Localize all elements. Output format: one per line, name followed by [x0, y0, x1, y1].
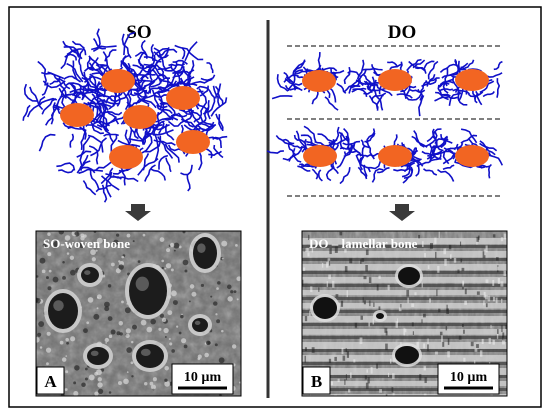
left-heading: SO: [126, 22, 151, 43]
do-crystals: [302, 69, 489, 167]
down-arrow-icon: [125, 204, 151, 221]
right-heading: DO: [388, 22, 417, 43]
crystal: [109, 145, 143, 169]
left-panel: SO SO-woven bone A 10 µm: [22, 22, 242, 397]
down-arrow-icon: [389, 204, 415, 221]
panel-letter-b: B: [311, 372, 322, 391]
scale-bar-label-b: 10 µm: [450, 370, 488, 385]
scale-bar-label-a: 10 µm: [184, 370, 222, 385]
crystal: [378, 145, 412, 167]
crystal: [455, 145, 489, 167]
image-a-caption: SO-woven bone: [43, 236, 130, 251]
crystal: [166, 86, 200, 110]
crystal: [60, 103, 94, 127]
outer-frame: [8, 6, 542, 408]
lamella-boundaries: [287, 45, 502, 197]
panel-letter-a: A: [44, 372, 57, 391]
image-a-border: [35, 230, 242, 397]
crystal: [176, 130, 210, 154]
panel-letter-box-a: [36, 366, 65, 395]
panel-letter-box-b: [302, 366, 331, 395]
crystal: [302, 70, 336, 92]
crystal: [101, 69, 135, 93]
do-fiber-layers: [266, 52, 504, 185]
crystal: [123, 105, 157, 129]
crystal: [378, 69, 412, 91]
crystal: [455, 69, 489, 91]
crystal: [303, 145, 337, 167]
image-b-border: [301, 230, 508, 397]
image-b-caption: DO – lamellar bone: [309, 236, 418, 251]
so-crystals: [60, 69, 210, 169]
right-panel: DO DO – lamellar bone B 10 µm: [266, 22, 508, 397]
